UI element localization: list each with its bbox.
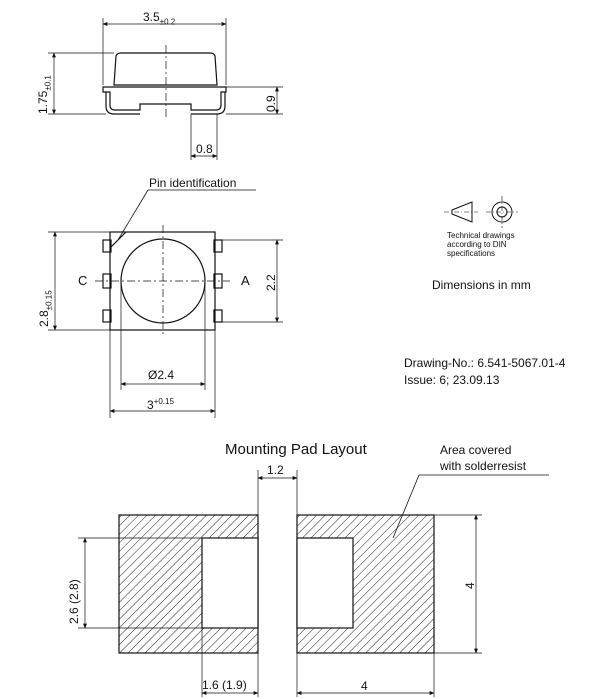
- pad-layout-title: Mounting Pad Layout: [225, 441, 367, 458]
- side-body: [113, 52, 218, 86]
- tab-bl: [102, 309, 112, 323]
- pin-identification-label: Pin identification: [149, 176, 237, 190]
- top-height-label: 2.8±0.15: [37, 290, 54, 327]
- lens-diameter-label: Ø2.4: [148, 368, 175, 382]
- projection-note: Technical drawings according to DIN spec…: [447, 231, 515, 258]
- pad-height-label: 2.6 (2.8): [67, 579, 81, 624]
- side-lead-height-label: 0.9: [264, 95, 278, 112]
- top-view: [48, 189, 283, 418]
- top-width-label: 3+0.15: [147, 397, 174, 412]
- top-pad-label: 2.2: [264, 274, 278, 291]
- solderresist-label-1: Area covered: [440, 443, 512, 457]
- tab-tr: [213, 239, 223, 253]
- pad-width-label: 1.6 (1.9): [202, 678, 247, 692]
- solderresist-label-2: with solderresist: [440, 459, 527, 473]
- tab-tl: [102, 239, 112, 253]
- pad-layout: [78, 470, 549, 697]
- side-width-label: 3.5±0.2: [143, 10, 176, 27]
- projection-symbol: [444, 196, 518, 228]
- side-height-label: 1.75±0.1: [36, 75, 53, 114]
- side-lead-width-label: 0.8: [196, 142, 213, 156]
- cathode-label: C: [78, 273, 88, 288]
- side-view: [48, 18, 283, 160]
- drawing-number: Drawing-No.: 6.541-5067.01-4: [404, 356, 566, 370]
- units-note: Dimensions in mm: [432, 278, 531, 292]
- tab-br: [213, 309, 223, 323]
- pad-gap-label: 1.2: [267, 463, 284, 477]
- issue-date: Issue: 6; 23.09.13: [404, 373, 500, 387]
- pad-left-opening: [201, 537, 259, 629]
- pad-total-height-label: 4: [463, 582, 477, 589]
- anode-label: A: [241, 273, 250, 288]
- pad-right-opening: [296, 537, 354, 629]
- pad-total-width-label: 4: [361, 679, 368, 693]
- side-leadframe: [102, 86, 227, 111]
